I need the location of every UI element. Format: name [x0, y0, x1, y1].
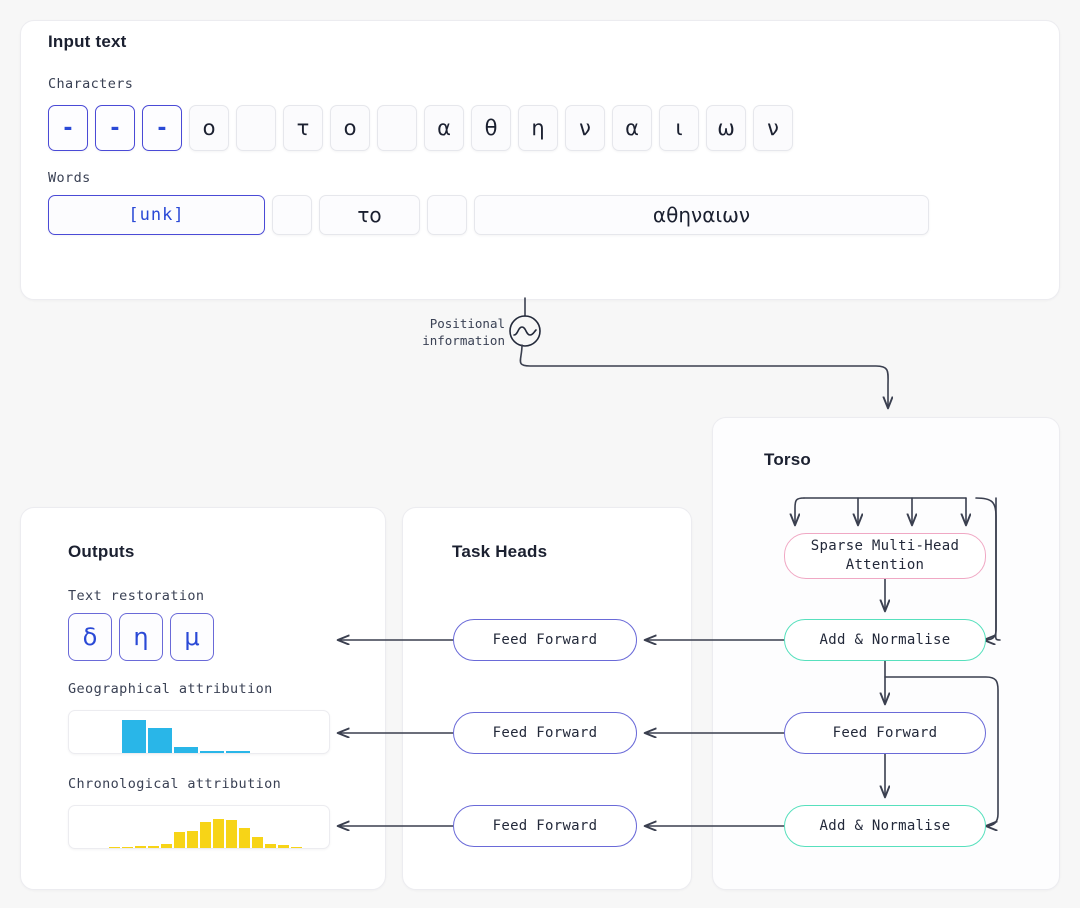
bar	[225, 819, 238, 848]
node-sparse-multi-head-attention[interactable]: Sparse Multi-Head Attention	[784, 533, 986, 579]
bar	[173, 831, 186, 848]
torso-title: Torso	[764, 450, 811, 469]
character-box-7[interactable]	[377, 105, 417, 151]
bar	[147, 727, 173, 753]
bar	[199, 751, 225, 753]
positional-information-label: Positional information	[422, 316, 505, 348]
character-box-9[interactable]: θ	[471, 105, 511, 151]
character-box-4[interactable]	[236, 105, 276, 151]
bar	[264, 843, 277, 848]
bar	[173, 746, 199, 753]
sine-wave-circle-icon	[509, 315, 541, 347]
character-box-12[interactable]: α	[612, 105, 652, 151]
node-add-normalise-1[interactable]: Add & Normalise	[784, 619, 986, 661]
chronological-attribution-chart	[68, 805, 330, 849]
character-box-2[interactable]: -	[142, 105, 182, 151]
character-box-6[interactable]: o	[330, 105, 370, 151]
bar	[290, 847, 303, 848]
input-text-panel	[20, 20, 1060, 300]
outputs-title: Outputs	[68, 542, 135, 561]
words-label: Words	[48, 170, 91, 186]
restored-character-0[interactable]: δ	[68, 613, 112, 661]
chronological-attribution-label: Chronological attribution	[68, 776, 282, 792]
text-restoration-label: Text restoration	[68, 588, 205, 604]
input-text-title: Input text	[48, 32, 127, 51]
character-box-0[interactable]: -	[48, 105, 88, 151]
task-heads-title: Task Heads	[452, 542, 548, 561]
restored-character-1[interactable]: η	[119, 613, 163, 661]
bar	[238, 828, 251, 848]
node-head-feed-forward-chronological[interactable]: Feed Forward	[453, 805, 637, 847]
character-box-1[interactable]: -	[95, 105, 135, 151]
node-torso-feed-forward[interactable]: Feed Forward	[784, 712, 986, 754]
bar	[251, 837, 264, 848]
word-box-3[interactable]	[427, 195, 467, 235]
bar	[121, 719, 147, 753]
node-head-feed-forward-restoration[interactable]: Feed Forward	[453, 619, 637, 661]
characters-label: Characters	[48, 76, 134, 92]
node-add-normalise-2[interactable]: Add & Normalise	[784, 805, 986, 847]
geographical-bars	[69, 711, 329, 753]
word-box-4[interactable]: αθηναιων	[474, 195, 929, 235]
node-head-feed-forward-geographical[interactable]: Feed Forward	[453, 712, 637, 754]
word-box-0[interactable]: [unk]	[48, 195, 265, 235]
bar	[160, 844, 173, 848]
bar	[147, 845, 160, 848]
character-box-5[interactable]: τ	[283, 105, 323, 151]
word-box-2[interactable]: το	[319, 195, 420, 235]
word-box-1[interactable]	[272, 195, 312, 235]
character-box-15[interactable]: ν	[753, 105, 793, 151]
bar	[186, 831, 199, 848]
bar	[212, 819, 225, 848]
chronological-bars	[69, 806, 329, 848]
character-box-13[interactable]: ι	[659, 105, 699, 151]
character-box-3[interactable]: o	[189, 105, 229, 151]
bar	[121, 846, 134, 848]
bar	[134, 846, 147, 848]
restored-character-2[interactable]: μ	[170, 613, 214, 661]
words-row: [unk] το αθηναιων	[48, 195, 929, 235]
geographical-attribution-chart	[68, 710, 330, 754]
bar	[225, 751, 251, 753]
bar	[277, 845, 290, 848]
character-box-14[interactable]: ω	[706, 105, 746, 151]
bar	[199, 822, 212, 848]
geographical-attribution-label: Geographical attribution	[68, 681, 273, 697]
bar	[108, 847, 121, 848]
character-box-11[interactable]: ν	[565, 105, 605, 151]
character-box-8[interactable]: α	[424, 105, 464, 151]
character-box-10[interactable]: η	[518, 105, 558, 151]
